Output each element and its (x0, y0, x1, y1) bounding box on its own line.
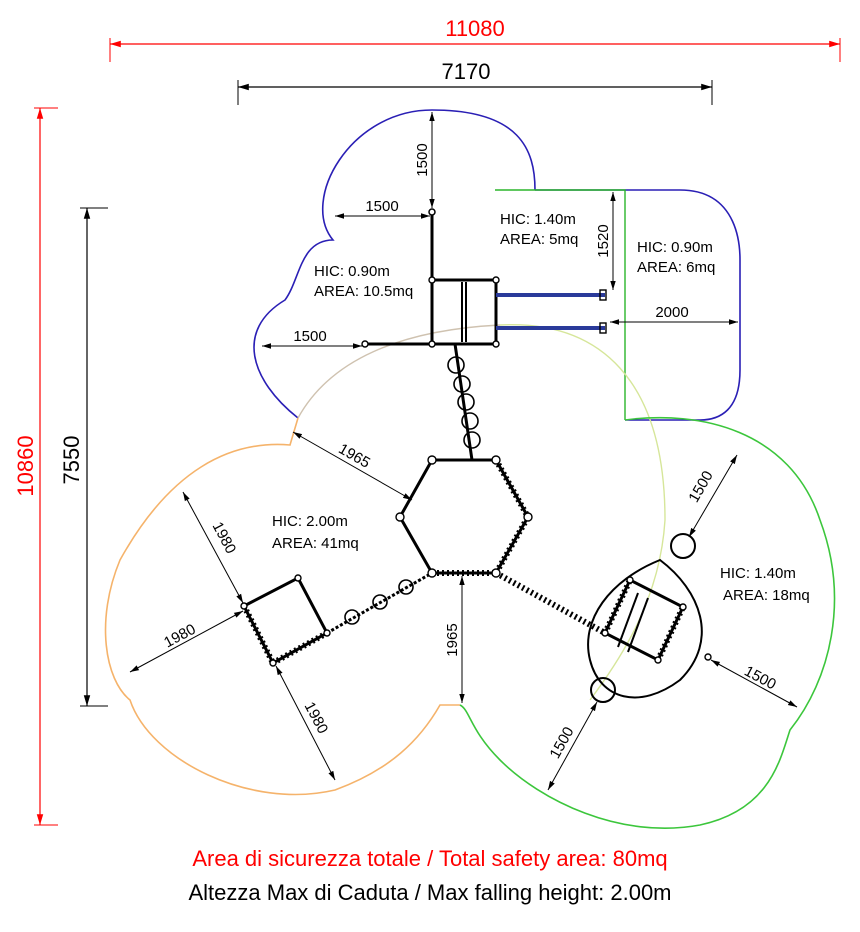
left-upper-dim-label: 1980 (209, 519, 240, 556)
top-left-zone-area: AREA: 10.5mq (314, 283, 413, 300)
play-equipment (240, 208, 712, 703)
right-upper-dim-label: 1500 (685, 468, 716, 505)
right-right-dim-line (710, 659, 798, 708)
hex-upper-left-dim-line (292, 431, 413, 501)
right-tower (587, 533, 703, 703)
left-left-dim-label: 1980 (161, 621, 198, 652)
right-zone-area: AREA: 18mq (723, 587, 810, 604)
central-zone-hic: HIC: 2.00m (272, 513, 348, 530)
overall-width-label: 11080 (445, 16, 505, 41)
left-lower-dim-line (275, 665, 336, 781)
left-left-dim-line (129, 610, 244, 673)
right-zone-hic: HIC: 1.40m (720, 565, 796, 582)
top-tower-safety-zone (253, 109, 536, 419)
top-tower-platform (430, 278, 498, 346)
central-zone-upper-right-arc (499, 324, 666, 701)
stepping-bridge (447, 343, 481, 461)
slide-inner-zone-area: AREA: 5mq (500, 231, 578, 248)
slide-outer-zone-hic: HIC: 0.90m (637, 239, 713, 256)
left-upper-dim-line (182, 491, 244, 604)
slide-height-dim-label: 1520 (595, 224, 612, 257)
central-zone-area: AREA: 41mq (272, 535, 359, 552)
slide-inner-safety-zone (495, 189, 626, 420)
slide-outer-safety-zone (535, 189, 741, 421)
slide-outer-zone-area: AREA: 6mq (637, 259, 715, 276)
hex-bottom-dim-label: 1965 (444, 623, 461, 656)
max-falling-height-text: Altezza Max di Caduta / Max falling heig… (188, 880, 672, 905)
overall-height-label: 10860 (13, 435, 38, 496)
inner-width-label: 7170 (442, 59, 491, 84)
top-left-dim-label: 1500 (365, 198, 398, 215)
central-zone-upper-left-arc (297, 324, 501, 419)
right-tower-safety-zone (459, 416, 836, 829)
slide-width-dim-label: 2000 (655, 304, 688, 321)
top-up-dim-label: 1500 (414, 143, 431, 176)
right-lower-dim-label: 1500 (547, 724, 578, 761)
left-tower-platform (241, 575, 330, 666)
left-lower-dim-label: 1980 (301, 699, 332, 736)
right-lower-dim-line (547, 701, 598, 791)
top-bottom-left-dim-label: 1500 (293, 328, 326, 345)
slide-inner-zone-hic: HIC: 1.40m (500, 211, 576, 228)
total-safety-area-text: Area di sicurezza totale / Total safety … (192, 846, 668, 871)
inner-height-label: 7550 (59, 436, 84, 485)
left-tower-safety-zone (104, 417, 460, 796)
right-upper-dim-line (688, 454, 738, 538)
top-left-zone-hic: HIC: 0.90m (314, 263, 390, 280)
right-right-dim-label: 1500 (741, 663, 778, 694)
